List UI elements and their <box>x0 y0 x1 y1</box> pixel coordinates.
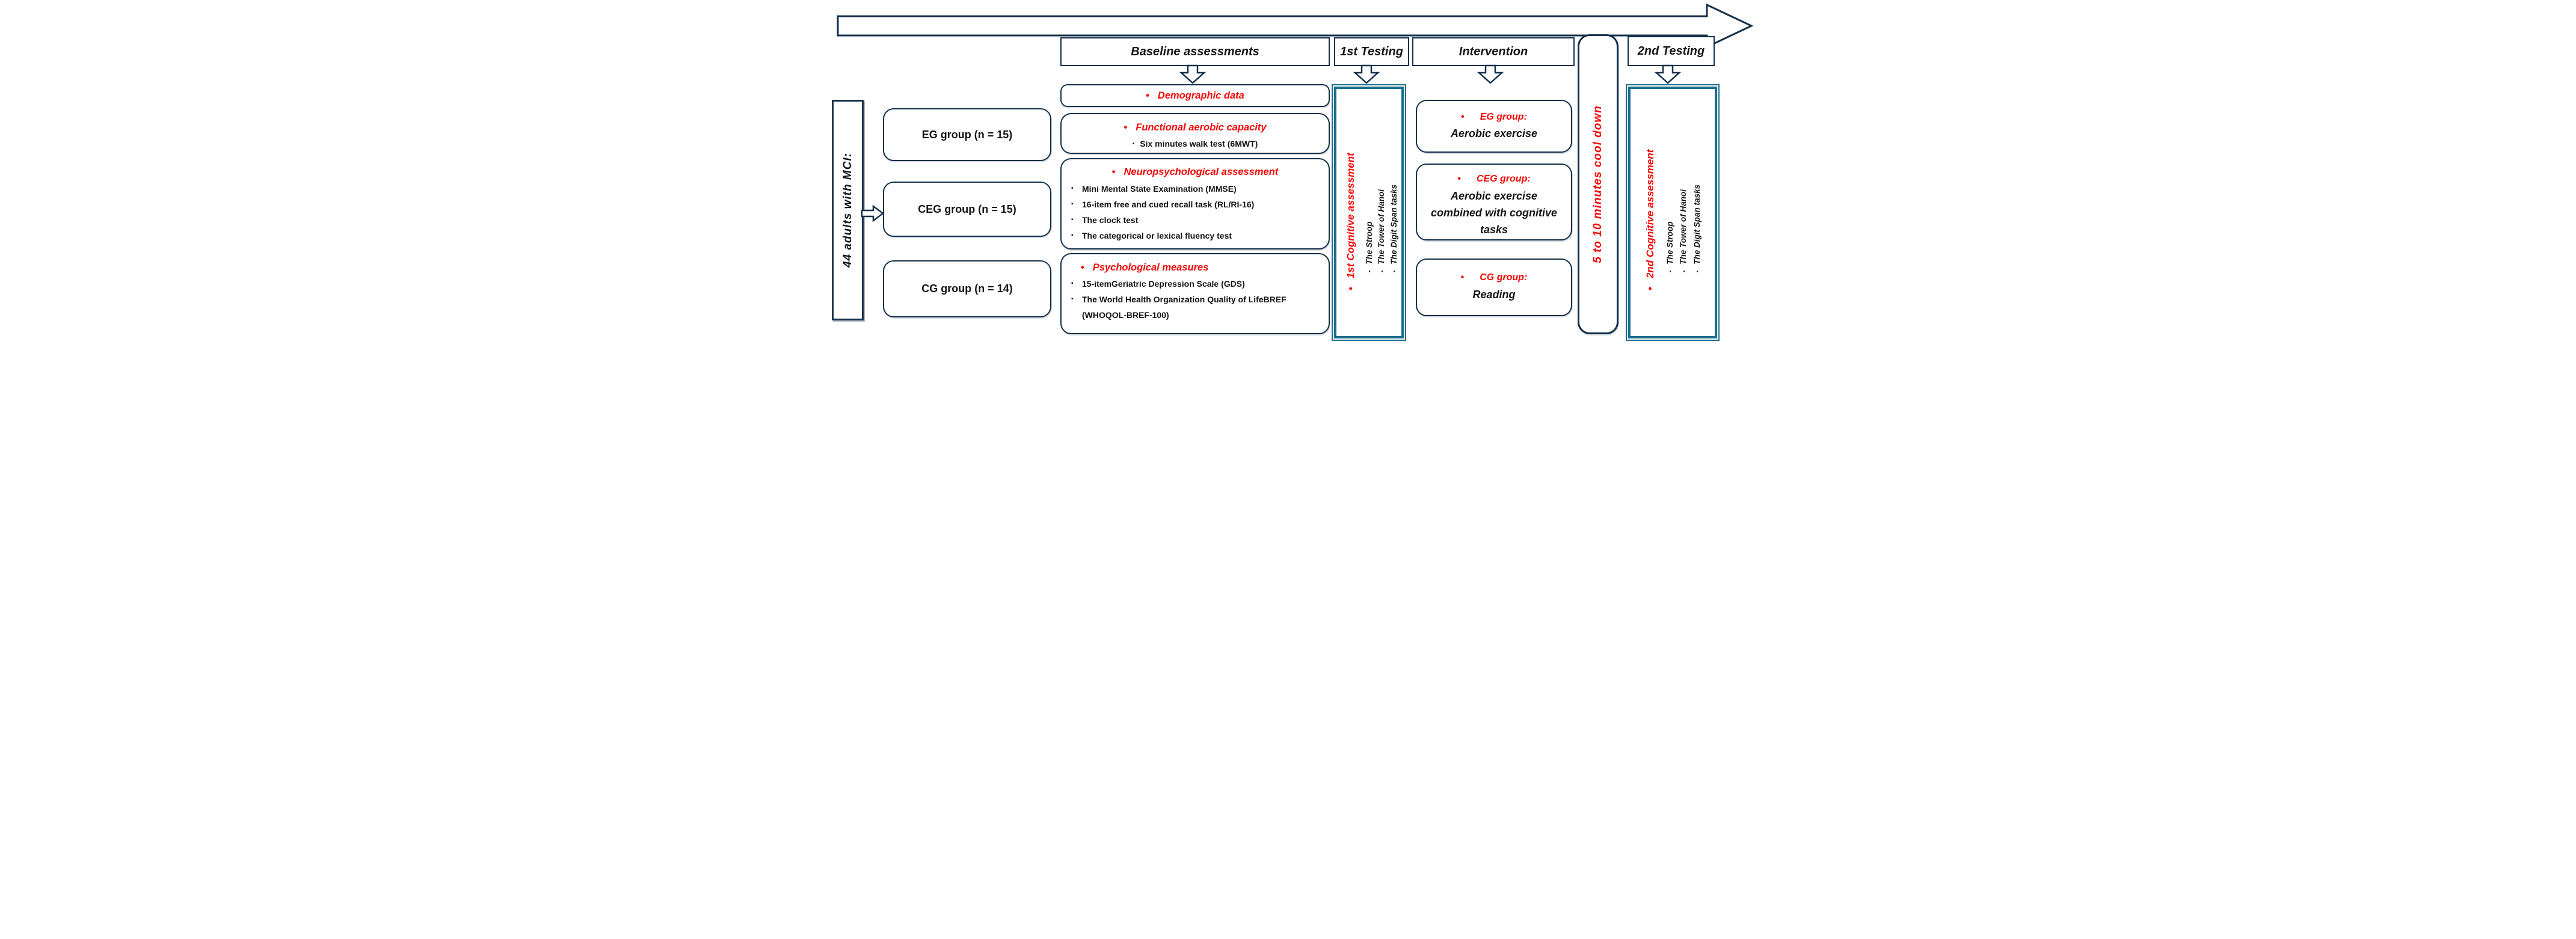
study-flow-diagram: Baseline assessments 1st Testing Interve… <box>816 0 1760 344</box>
participants-label-vertical: 44 adults with MCI: <box>832 100 864 320</box>
down-arrow-first-testing-icon <box>1353 64 1380 84</box>
square-bullet-icon: ▪ <box>1132 141 1135 148</box>
timeline-arrow-icon <box>837 3 1754 49</box>
bullet-icon: • <box>1644 287 1656 290</box>
participants-box <box>832 100 864 320</box>
cooldown-box <box>1578 34 1618 334</box>
square-bullet-icon: ▪ <box>1071 232 1074 239</box>
baseline-box-demographic: • Demographic data <box>1060 84 1330 107</box>
cognitive-task: ▪The Tower of Hanoi <box>1679 189 1688 272</box>
group-label: CG group (n = 14) <box>921 283 1013 295</box>
bullet-icon: • <box>1111 167 1116 177</box>
second-cognitive-content: • 2nd Cognitive assessment ▪The Stroop ▪T… <box>1634 90 1713 335</box>
square-bullet-icon: ▪ <box>1071 201 1074 207</box>
baseline-title: Demographic data <box>1157 90 1244 101</box>
list-item: ▪Mini Mental State Examination (MMSE) <box>1070 181 1320 197</box>
first-cognitive-content: • 1st Cognitive assessment ▪The Stroop ▪T… <box>1338 90 1401 335</box>
cooldown-label: 5 to 10 minutes cool down <box>1591 105 1604 263</box>
baseline-box-psychological: • Psychological measures ▪15-itemGeriatri… <box>1060 253 1330 334</box>
second-cognitive-title: 2nd Cognitive assessment <box>1644 149 1656 279</box>
list-item: ▪The categorical or lexical fluency test <box>1070 228 1320 243</box>
group-box-eg: EG group (n = 15) <box>883 108 1051 161</box>
list-item: ▪15-itemGeriatric Depression Scale (GDS) <box>1070 276 1320 292</box>
first-cognitive-title: 1st Cognitive assessment <box>1345 153 1356 279</box>
list-item: ▪16-item free and cued recall task (RL/R… <box>1070 197 1320 212</box>
intervention-box-ceg: • CEG group: Aerobic exercise combined wi… <box>1416 164 1572 240</box>
cognitive-task: ▪The Digit Span tasks <box>1692 185 1701 272</box>
header-label: 2nd Testing <box>1637 44 1705 58</box>
intervention-activity: Reading <box>1472 289 1516 301</box>
header-intervention: Intervention <box>1412 37 1575 66</box>
bullet-icon: • <box>1081 262 1084 273</box>
cognitive-task: ▪The Stroop <box>1665 221 1674 272</box>
cognitive-task: ▪The Stroop <box>1365 221 1374 272</box>
square-bullet-icon: ▪ <box>1071 185 1074 192</box>
intervention-activity: Aerobic exercise <box>1450 127 1538 139</box>
bullet-icon: • <box>1345 287 1356 290</box>
square-bullet-icon: ▪ <box>1071 280 1074 287</box>
bullet-icon: • <box>1461 112 1465 122</box>
baseline-title: Neuropsychological assessment <box>1124 167 1279 177</box>
intervention-group: CG group: <box>1480 272 1528 283</box>
group-label: EG group (n = 15) <box>921 128 1013 141</box>
cooldown-content: 5 to 10 minutes cool down <box>1578 34 1618 334</box>
bullet-icon: • <box>1460 272 1465 283</box>
second-cognitive-box <box>1626 84 1720 341</box>
bullet-icon: • <box>1124 122 1128 133</box>
intervention-activity: Aerobic exercise combined with cognitive… <box>1430 190 1557 236</box>
group-box-ceg: CEG group (n = 15) <box>883 182 1051 237</box>
first-cognitive-box <box>1332 84 1406 341</box>
intervention-box-eg: • EG group: Aerobic exercise <box>1416 100 1572 153</box>
header-label: Intervention <box>1459 44 1528 58</box>
square-bullet-icon: ▪ <box>1071 296 1074 302</box>
intervention-group: CEG group: <box>1476 174 1531 184</box>
intervention-group: EG group: <box>1480 112 1527 122</box>
header-label: Baseline assessments <box>1131 44 1259 58</box>
list-item: ▪The clock test <box>1070 212 1320 228</box>
bullet-icon: • <box>1457 174 1461 184</box>
list-item: ▪The World Health Organization Quality o… <box>1070 292 1320 323</box>
intervention-box-cg: • CG group: Reading <box>1416 258 1572 316</box>
header-second-testing: 2nd Testing <box>1628 36 1715 66</box>
square-bullet-icon: ▪ <box>1071 216 1074 223</box>
baseline-item: Six minutes walk test (6MWT) <box>1140 139 1258 148</box>
bullet-icon: • <box>1146 90 1149 101</box>
down-arrow-intervention-icon <box>1477 64 1504 84</box>
participants-label: 44 adults with MCI: <box>841 152 854 268</box>
cognitive-task: ▪The Tower of Hanoi <box>1377 189 1386 272</box>
group-box-cg: CG group (n = 14) <box>883 260 1051 317</box>
down-arrow-second-testing-icon <box>1654 64 1682 84</box>
right-arrow-icon <box>861 204 885 222</box>
baseline-title: Functional aerobic capacity <box>1136 122 1267 133</box>
down-arrow-baseline-icon <box>1179 64 1207 84</box>
cognitive-task: ▪The Digit Span tasks <box>1389 185 1398 272</box>
header-label: 1st Testing <box>1340 44 1403 58</box>
header-first-testing: 1st Testing <box>1334 37 1409 66</box>
group-label: CEG group (n = 15) <box>918 203 1016 215</box>
baseline-title: Psychological measures <box>1092 262 1209 273</box>
baseline-box-functional: • Functional aerobic capacity ▪ Six minute… <box>1060 113 1330 154</box>
baseline-box-neuropsychological: • Neuropsychological assessment ▪Mini Men… <box>1060 158 1330 249</box>
header-baseline-assessments: Baseline assessments <box>1060 37 1330 66</box>
